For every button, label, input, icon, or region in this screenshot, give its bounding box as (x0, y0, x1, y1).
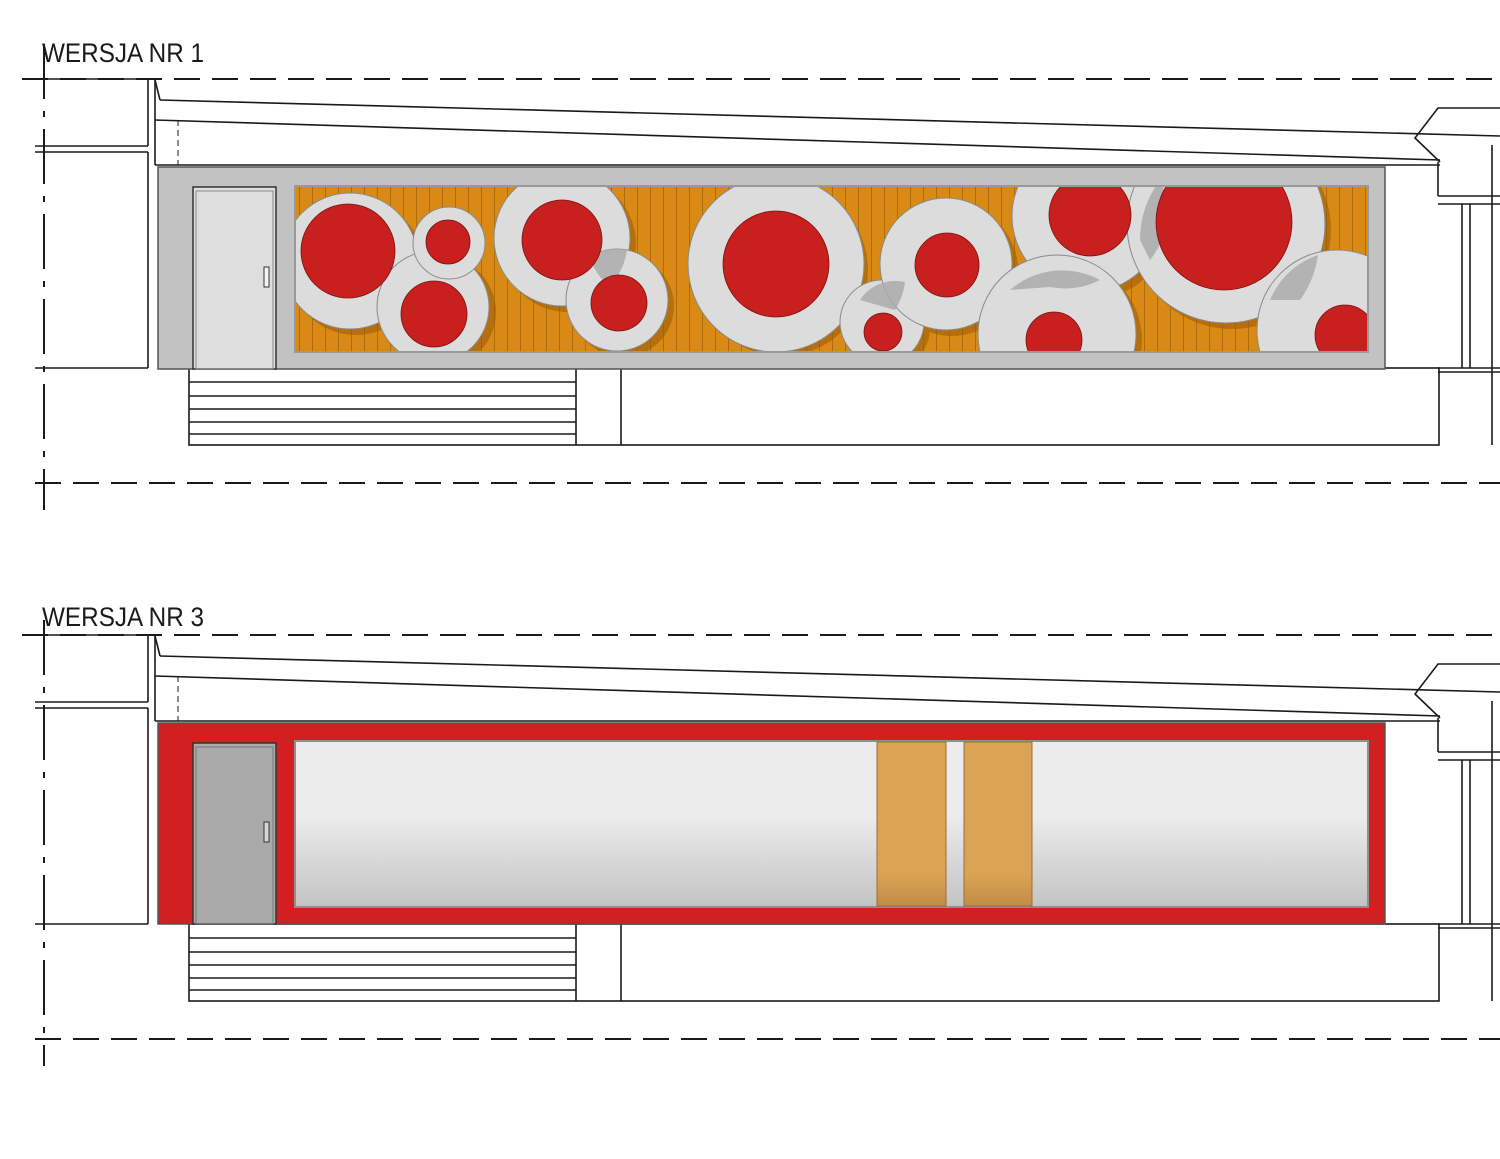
version-3-title: WERSJA NR 3 (42, 602, 205, 632)
version-3-elevation (22, 620, 1500, 1066)
door (192, 742, 277, 925)
version-1-title: WERSJA NR 1 (42, 38, 205, 68)
circle-panel (294, 185, 1369, 353)
structure-lines (22, 44, 1500, 510)
door (192, 186, 277, 370)
version-1-elevation (22, 44, 1500, 510)
structure-lines (22, 620, 1500, 1066)
ochre-panels (876, 741, 1033, 907)
glazed-panel (294, 740, 1369, 908)
